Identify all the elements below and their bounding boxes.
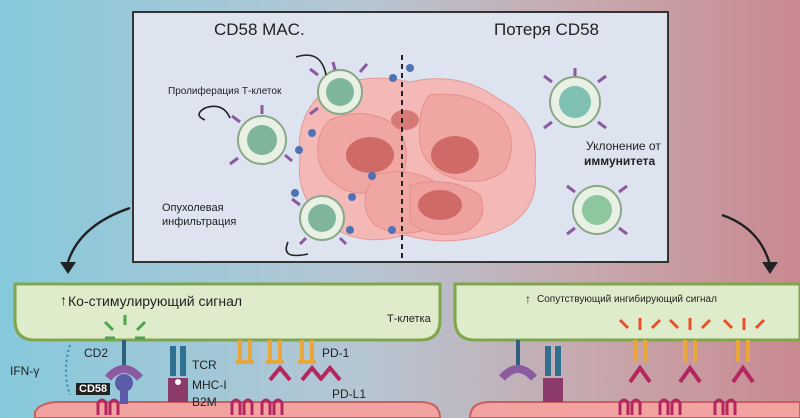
t-cell-left-1: [309, 61, 369, 116]
ifn-label: IFN-γ: [10, 364, 40, 378]
tumor-nucleus: [391, 110, 419, 130]
cd58-ligand: [115, 374, 133, 404]
tumor-nucleus: [431, 136, 479, 174]
tumor-nucleus: [346, 137, 394, 173]
tcr-receptor: [168, 346, 188, 402]
proliferation-label: Пролиферация Т-клеток: [168, 86, 282, 97]
t-cell-left-2: [229, 105, 293, 166]
membrane-proteins: [96, 398, 284, 415]
receptors-right: [499, 340, 755, 415]
curved-arrows: [198, 54, 327, 257]
cd2-label: CD2: [84, 346, 109, 360]
t-cell-membrane-left: [13, 282, 442, 342]
tumor-membrane-right: [468, 401, 800, 418]
tumor-membrane-left: [34, 401, 442, 418]
evasion-label-2: иммунитета: [584, 154, 656, 168]
right-panel-title: Потеря CD58: [494, 20, 600, 39]
t-cell-right-2: [566, 184, 628, 236]
ifn-gamma-flow: [65, 344, 71, 396]
t-cell-right-1: [543, 68, 607, 130]
cd58-dots: [291, 64, 414, 234]
evasion-label-1: Уклонение от: [586, 139, 661, 153]
pdl1-label: PD-L1: [332, 387, 367, 401]
t-cell-left-3: [291, 195, 348, 246]
tcr-label: TCR: [192, 358, 217, 372]
mhc-label: MHC-I: [192, 378, 227, 392]
pdl1-ligands-left: [268, 364, 342, 382]
tcell-label: Т-клетка: [387, 313, 431, 325]
cd2-receptor: [105, 340, 143, 381]
costim-arrow: ↑: [60, 292, 67, 308]
left-panel-title: CD58 MAC.: [214, 20, 305, 39]
pd1-label: PD-1: [322, 346, 350, 360]
tumor-nucleus: [418, 190, 462, 220]
t-cell-membrane-right: [453, 282, 800, 342]
pd1-receptors-left: [236, 340, 316, 364]
inhibitory-signal-bursts: [618, 318, 766, 330]
infiltration-label-1: Опухолевая: [162, 202, 224, 214]
inhibitory-arrow: ↑: [525, 292, 531, 306]
b2m-label: B2M: [192, 395, 217, 409]
infiltration-label-2: инфильтрация: [162, 216, 237, 228]
costim-signal-burst: [103, 315, 147, 340]
costim-label: Ко-стимулирующий сигнал: [68, 293, 243, 309]
cd58-label: CD58: [76, 383, 111, 395]
big-arrows: [66, 206, 772, 266]
tumor-mass: [298, 77, 537, 242]
inhibitory-label: Сопутствующий ингибирующий сигнал: [537, 294, 717, 305]
